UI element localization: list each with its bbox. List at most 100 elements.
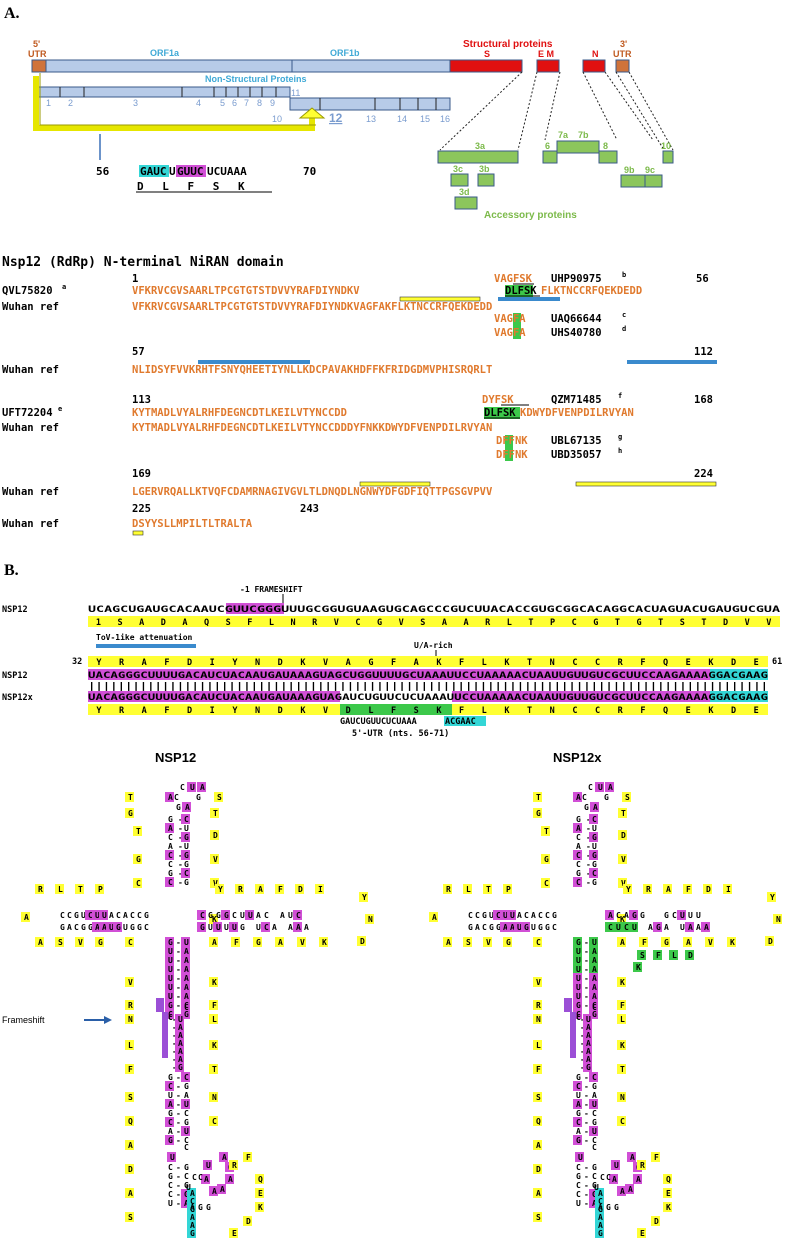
- nt-highlight: [573, 991, 582, 1001]
- nt-letter: U: [576, 947, 581, 956]
- nt-highlight: [533, 937, 542, 947]
- nt-highlight: [197, 910, 206, 920]
- nt-highlight: [661, 937, 670, 947]
- aa-letter: T: [527, 658, 532, 668]
- nt-highlight: [187, 1212, 196, 1222]
- acc-6: 6: [545, 141, 550, 151]
- nt-letter: C: [598, 1197, 603, 1206]
- nt-highlight: [181, 973, 190, 983]
- nt-highlight: [365, 914, 374, 924]
- nt-letter: A: [630, 1153, 635, 1162]
- nt-letter: C: [184, 869, 189, 878]
- nt-highlight: [92, 922, 101, 932]
- nt-letter: A: [123, 911, 128, 920]
- utr5-box: [31, 59, 47, 73]
- nt-highlight: [595, 1228, 604, 1238]
- nt-highlight: [703, 884, 712, 894]
- nt-highlight: [125, 1064, 134, 1074]
- aa-letter: I: [210, 706, 215, 716]
- nt-highlight: [625, 1184, 634, 1194]
- nt-letter: G: [592, 833, 597, 842]
- aa-letter: A: [463, 618, 468, 628]
- nt-highlight: [611, 1160, 620, 1170]
- nt-letter: Y: [626, 885, 631, 894]
- nt-letter: A: [258, 885, 263, 894]
- nt-letter: -: [584, 1136, 589, 1145]
- nt-letter: R: [646, 885, 651, 894]
- nt-highlight: [167, 1152, 176, 1162]
- aa-letter: K: [504, 706, 510, 716]
- nt-letter: C: [592, 815, 597, 824]
- num-168: 168: [694, 394, 713, 406]
- nt-letter: A: [531, 911, 536, 920]
- aa-letter: G: [377, 618, 382, 628]
- nt-letter: T: [486, 885, 491, 894]
- nt-letter: U: [240, 911, 245, 920]
- nt-letter: G: [592, 1082, 597, 1091]
- nt-highlight: [514, 922, 523, 932]
- nt-letter: S: [640, 951, 645, 960]
- var-seq-d: VAGFA: [494, 327, 526, 339]
- nt-highlight: [583, 1030, 592, 1040]
- nt-highlight: [583, 1038, 592, 1048]
- nt-letter: A: [178, 1055, 183, 1064]
- nt-letter: A: [592, 956, 597, 965]
- nt-letter: C: [168, 860, 173, 869]
- nt-letter: C: [468, 911, 473, 920]
- nt-letter: -: [584, 947, 589, 956]
- nsp-num: 2: [68, 98, 73, 108]
- aa-letter: S: [117, 618, 122, 628]
- nt-letter: U: [576, 1199, 581, 1208]
- num-56: 56: [696, 273, 709, 285]
- nt-letter: C: [576, 1163, 581, 1172]
- nt-highlight: [573, 1000, 582, 1010]
- nt-highlight: [583, 1014, 592, 1024]
- nt-highlight: [125, 1164, 134, 1174]
- nsp-num: 9: [270, 98, 275, 108]
- nt-letter: A: [510, 923, 515, 932]
- nt-letter: A: [648, 923, 653, 932]
- nt-highlight: [541, 854, 550, 864]
- utr-start: 56: [96, 165, 110, 178]
- nt-letter: A: [228, 1175, 233, 1184]
- nt-letter: G: [208, 911, 213, 920]
- nt-letter: A: [664, 923, 669, 932]
- nt-highlight: [133, 826, 142, 836]
- nt-letter: -: [586, 824, 591, 833]
- nt-highlight: [219, 1152, 228, 1162]
- nt-letter: A: [576, 793, 581, 802]
- nt-highlight: [165, 1099, 174, 1109]
- utr-s2: U: [169, 165, 176, 178]
- nt-letter: G: [496, 923, 501, 932]
- nt-letter: A: [686, 938, 691, 947]
- nt-letter: U: [81, 911, 86, 920]
- nt-highlight: [255, 1188, 264, 1198]
- nt-letter: A: [592, 947, 597, 956]
- uft-seq-3: KDWYDFVENPDILRVYAN: [520, 407, 634, 419]
- nt-letter: C: [588, 783, 593, 792]
- sup-b: b: [622, 271, 626, 279]
- nt-letter: -: [580, 1031, 585, 1040]
- acc-8: 8: [603, 141, 608, 151]
- nt-letter: K: [258, 1203, 263, 1212]
- nt-highlight: [609, 1174, 618, 1184]
- aa-letter: N: [550, 706, 555, 716]
- nt-letter: S: [625, 793, 630, 802]
- aa-letter: Q: [663, 706, 668, 716]
- aa-letter: F: [391, 658, 396, 668]
- utr-line: GAUCUGUUCUCUAAA: [340, 717, 417, 727]
- aa-letter: D: [278, 706, 283, 716]
- nt-letter: F: [234, 938, 239, 947]
- nt-letter: V: [213, 879, 218, 888]
- nt-letter: -: [584, 1172, 589, 1181]
- nt-highlight: [165, 982, 174, 992]
- nt-highlight: [275, 937, 284, 947]
- nt-highlight: [95, 884, 104, 894]
- nt-letter: G: [168, 1073, 173, 1082]
- nt-letter: A: [200, 783, 205, 792]
- nt-highlight: [500, 922, 509, 932]
- nt-letter: C: [137, 911, 142, 920]
- nt-letter: C: [67, 911, 72, 920]
- nt-highlight: [55, 937, 64, 947]
